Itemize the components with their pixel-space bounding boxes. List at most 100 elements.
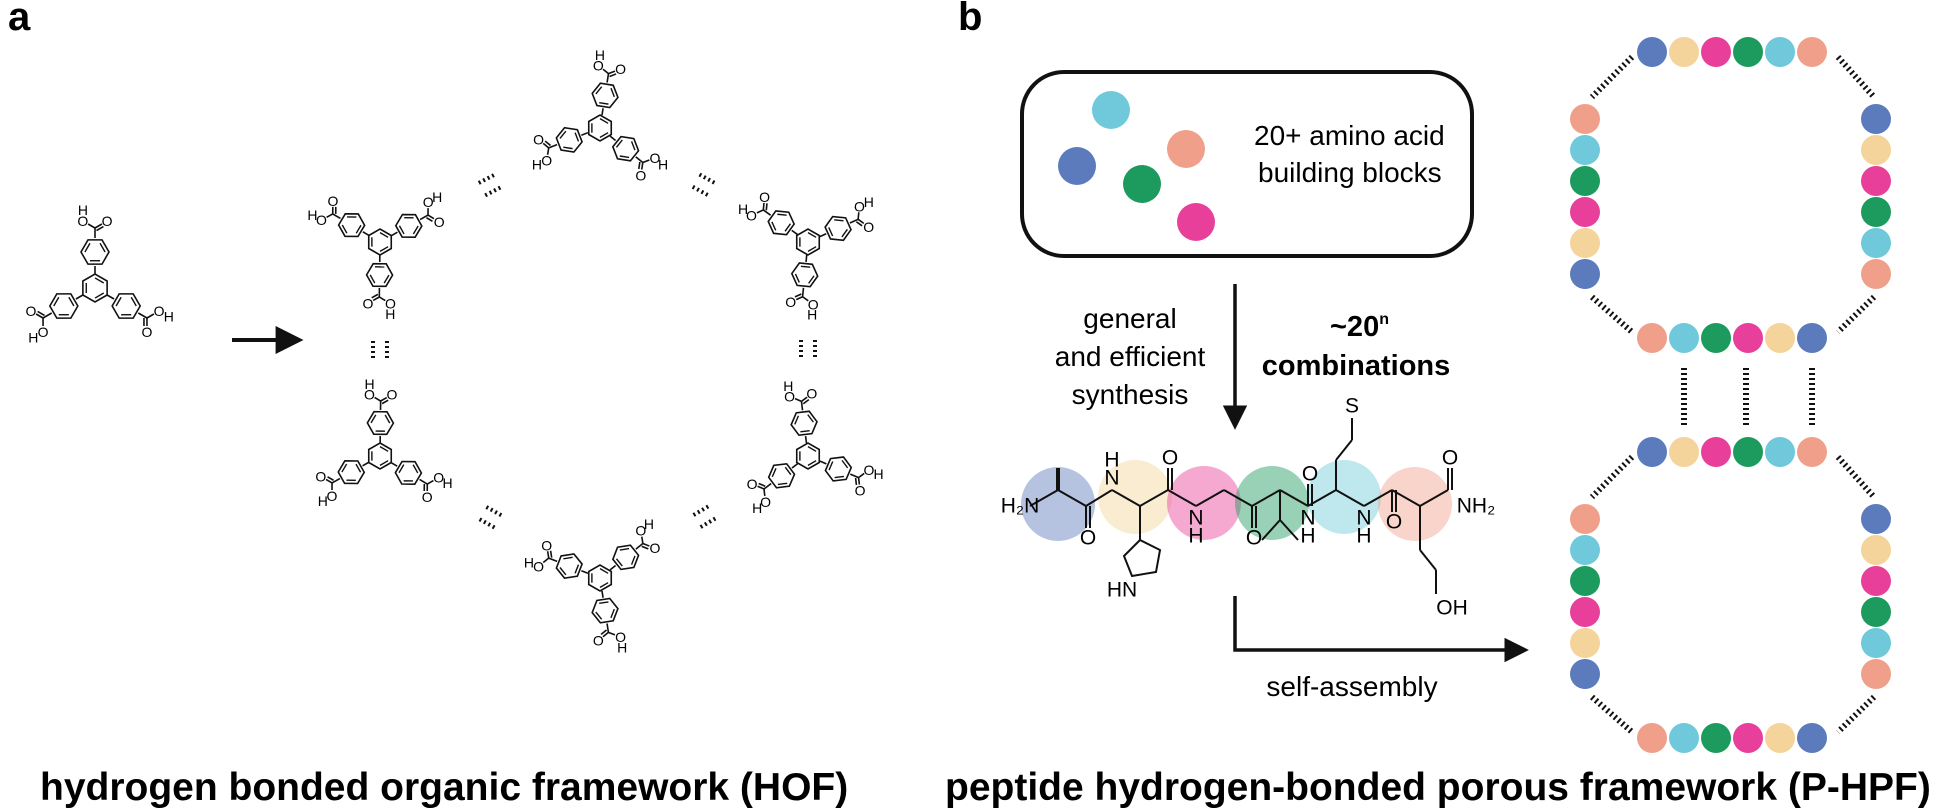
oxygen-label: O [433, 470, 444, 486]
residue-highlight-2 [1167, 466, 1241, 540]
aromatic-double-bond [807, 232, 817, 238]
oxygen-label: O [142, 324, 153, 340]
aromatic-double-bond [807, 246, 817, 252]
bond-line [805, 254, 808, 262]
octagon-upper-left-dot-3 [1570, 197, 1600, 227]
phenyl-ring [48, 293, 79, 319]
octagon-lower-right-dot-3 [1861, 597, 1891, 627]
oxygen-label: O [327, 193, 338, 209]
oxygen-label: O [806, 386, 817, 402]
bond-line [795, 296, 803, 301]
aromatic-double-bond [379, 246, 389, 252]
bond-line [641, 545, 649, 550]
bond-line [542, 142, 550, 149]
octagon-upper-right-dot-2 [1861, 166, 1891, 196]
bond-line [802, 296, 809, 302]
central-benzene-ring [367, 228, 393, 256]
aromatic-double-bond [84, 242, 91, 253]
aromatic-double-bond [599, 132, 609, 138]
octagon-lower-right-dot-4 [1861, 628, 1891, 658]
aromatic-double-bond [355, 224, 362, 234]
bond-line [362, 461, 370, 467]
aromatic-double-bond [99, 242, 106, 253]
peptide-oxygen-label: O [1080, 527, 1096, 550]
bond-line [849, 218, 859, 224]
building-blocks-box: 20+ amino acid building blocks [1020, 70, 1474, 258]
oxygen-label: O [854, 198, 865, 214]
octagon-lower-top-dot-2 [1701, 437, 1731, 467]
octagon-upper-left-dot-1 [1570, 135, 1600, 165]
aromatic-double-bond [599, 568, 609, 574]
bond-line [1251, 489, 1281, 507]
bond-line [35, 313, 44, 319]
box-line-2: building blocks [1258, 157, 1442, 188]
bond-line [819, 460, 827, 465]
aromatic-double-bond [53, 296, 60, 307]
aromatic-double-bond [615, 558, 623, 567]
phenyl-ring [365, 262, 394, 288]
oxygen-label: O [650, 540, 661, 556]
bond-line [606, 73, 610, 83]
oxygen-label: O [102, 213, 113, 229]
aromatic-double-bond [384, 414, 391, 424]
hydrogen-bond-dash [698, 516, 717, 530]
bond-line [855, 221, 863, 227]
bond-line [426, 217, 433, 222]
octagon-upper-top-dot-3 [1733, 37, 1763, 67]
aromatic-double-bond [794, 273, 800, 283]
phenyl-ring [555, 553, 583, 580]
bond-line [804, 436, 808, 444]
bond-line [42, 312, 53, 319]
octagon-lower-bottom-dot-4 [1765, 723, 1795, 753]
octagon-upper-right-dot-3 [1861, 197, 1891, 227]
combinations-line-1: ~20n [1330, 311, 1389, 343]
hydrogen-label: H [385, 306, 395, 322]
bond-line [606, 623, 610, 633]
aromatic-double-bond [94, 292, 105, 299]
panel-a-letter: a [8, 0, 31, 39]
bond-line [800, 401, 804, 411]
oxygen-label: O [863, 219, 874, 235]
octagon-upper-bottom-dot-4 [1765, 323, 1795, 353]
bond-line [802, 398, 810, 405]
phenyl-ring [111, 293, 142, 319]
oxygen-label: O [635, 523, 646, 539]
aromatic-double-bond [828, 461, 834, 471]
aromatic-double-bond [599, 601, 609, 605]
octagon-lower-bottom-dot-1 [1669, 723, 1699, 753]
octagon-upper [1570, 37, 1891, 353]
bond-line [381, 399, 389, 405]
aromatic-double-bond [599, 101, 609, 105]
aromatic-double-bond [398, 464, 405, 474]
hydrogen-bond-dash [1590, 294, 1634, 335]
octagon-upper-right-dot-0 [1861, 104, 1891, 134]
phenyl-ring [611, 544, 640, 571]
bond-line [757, 485, 765, 490]
octagon-lower-right-dot-0 [1861, 504, 1891, 534]
bond-line [1057, 489, 1087, 507]
aromatic-double-bond [807, 460, 817, 466]
oxygen-label: O [593, 57, 604, 73]
bond-line [426, 479, 434, 485]
bond-line [546, 147, 550, 155]
octagon-upper-top-dot-1 [1669, 37, 1699, 67]
hydrogen-bond-dash [691, 504, 710, 518]
imidazole-ring [1122, 538, 1162, 578]
peptide-imidazole-label: HN [1107, 579, 1137, 602]
hydrogen-bond-dash [1835, 454, 1877, 500]
bond-line [609, 564, 617, 571]
oxygen-label: O [759, 189, 770, 205]
bond-line [419, 478, 428, 485]
octagon-upper-bottom-dot-5 [1797, 323, 1827, 353]
octagon-lower-left-dot-3 [1570, 597, 1600, 627]
bond-line [1419, 549, 1437, 571]
bond-line [601, 590, 604, 598]
peptide-amide-label: NH₂ [1457, 495, 1495, 518]
bond-line [763, 482, 772, 490]
bond-line [427, 214, 435, 220]
bond-line [642, 159, 650, 164]
hydrogen-label: H [532, 156, 542, 172]
bond-line [87, 223, 96, 229]
hydrogen-bond-dash [1589, 454, 1635, 500]
